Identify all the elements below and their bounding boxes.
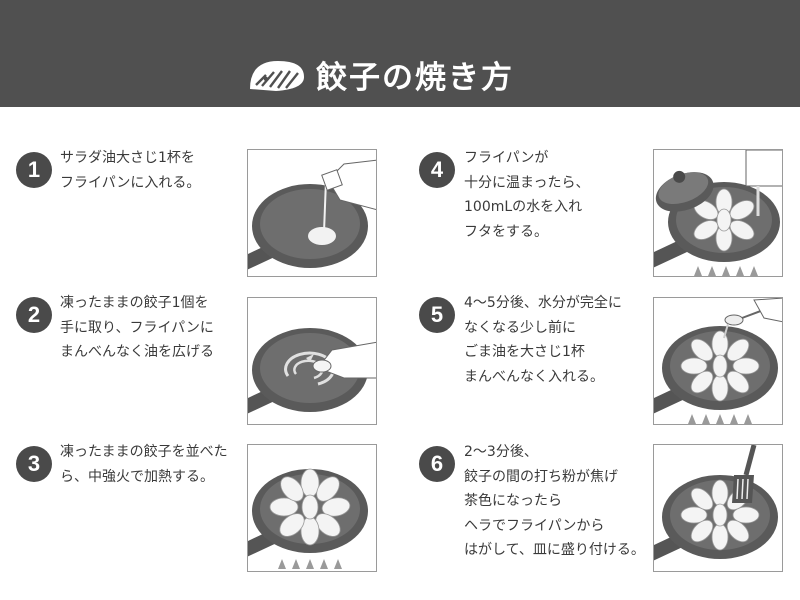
step-instruction: 2～3分後、 餃子の間の打ち粉が焦げ 茶色になったら ヘラでフライパンから はが…	[464, 440, 645, 563]
step-instruction: フライパンが 十分に温まったら、 100mLの水を入れ フタをする。	[464, 146, 589, 244]
instruction-line: はがして、皿に盛り付ける。	[464, 542, 645, 558]
sesame-oil-illustration	[653, 297, 783, 425]
add-water-lid-illustration	[653, 149, 783, 277]
instruction-line: 茶色になったら	[464, 493, 562, 509]
oil-pour-illustration	[247, 149, 377, 277]
step-instruction: 凍ったままの餃子1個を 手に取り、フライパンに まんべんなく油を広げる	[60, 291, 214, 365]
instruction-line: 十分に温まったら、	[464, 174, 590, 191]
step-instruction: 4～5分後、水分が完全に なくなる少し前に ごま油を大さじ1杯 まんべんなく入れ…	[464, 291, 622, 389]
instruction-line: フタをする。	[464, 223, 548, 240]
instruction-line: なくなる少し前に	[464, 319, 576, 336]
instruction-line: ら、中強火で加熱する。	[60, 468, 214, 485]
instruction-line: 凍ったままの餃子を並べた	[60, 444, 228, 460]
instruction-line: 4～5分後、水分が完全に	[464, 295, 622, 311]
instruction-line: サラダ油大さじ1杯を	[60, 150, 195, 166]
instruction-line: まんべんなく油を広げる	[60, 344, 214, 360]
step-number-badge: 1	[16, 152, 52, 188]
page-title: 餃子の焼き方	[316, 60, 514, 96]
step-instruction: サラダ油大さじ1杯を フライパンに入れる。	[60, 146, 200, 195]
gyoza-icon	[250, 61, 304, 91]
instruction-line: フライパンに入れる。	[60, 174, 201, 191]
instruction-line: フライパンが	[464, 150, 549, 166]
step-number-badge: 2	[16, 297, 52, 333]
step-number-badge: 4	[419, 152, 455, 188]
instruction-line: ごま油を大さじ1杯	[464, 344, 585, 360]
step-number-badge: 5	[419, 297, 455, 333]
instruction-line: 手に取り、フライパンに	[60, 319, 214, 336]
instruction-line: 100mLの水を入れ	[464, 199, 583, 215]
instruction-line: 2～3分後、	[464, 444, 538, 460]
step-number-badge: 3	[16, 446, 52, 482]
step-number-badge: 6	[419, 446, 455, 482]
step-instruction: 凍ったままの餃子を並べた ら、中強火で加熱する。	[60, 440, 228, 489]
instruction-line: ヘラでフライパンから	[464, 517, 605, 534]
serve-spatula-illustration	[653, 444, 783, 572]
instruction-line: 凍ったままの餃子1個を	[60, 295, 209, 311]
instruction-line: 餃子の間の打ち粉が焦げ	[464, 468, 618, 485]
spread-oil-illustration	[247, 297, 377, 425]
header-bar: 餃子の焼き方	[0, 0, 800, 107]
heat-gyoza-illustration	[247, 444, 377, 572]
instruction-line: まんべんなく入れる。	[464, 368, 604, 385]
